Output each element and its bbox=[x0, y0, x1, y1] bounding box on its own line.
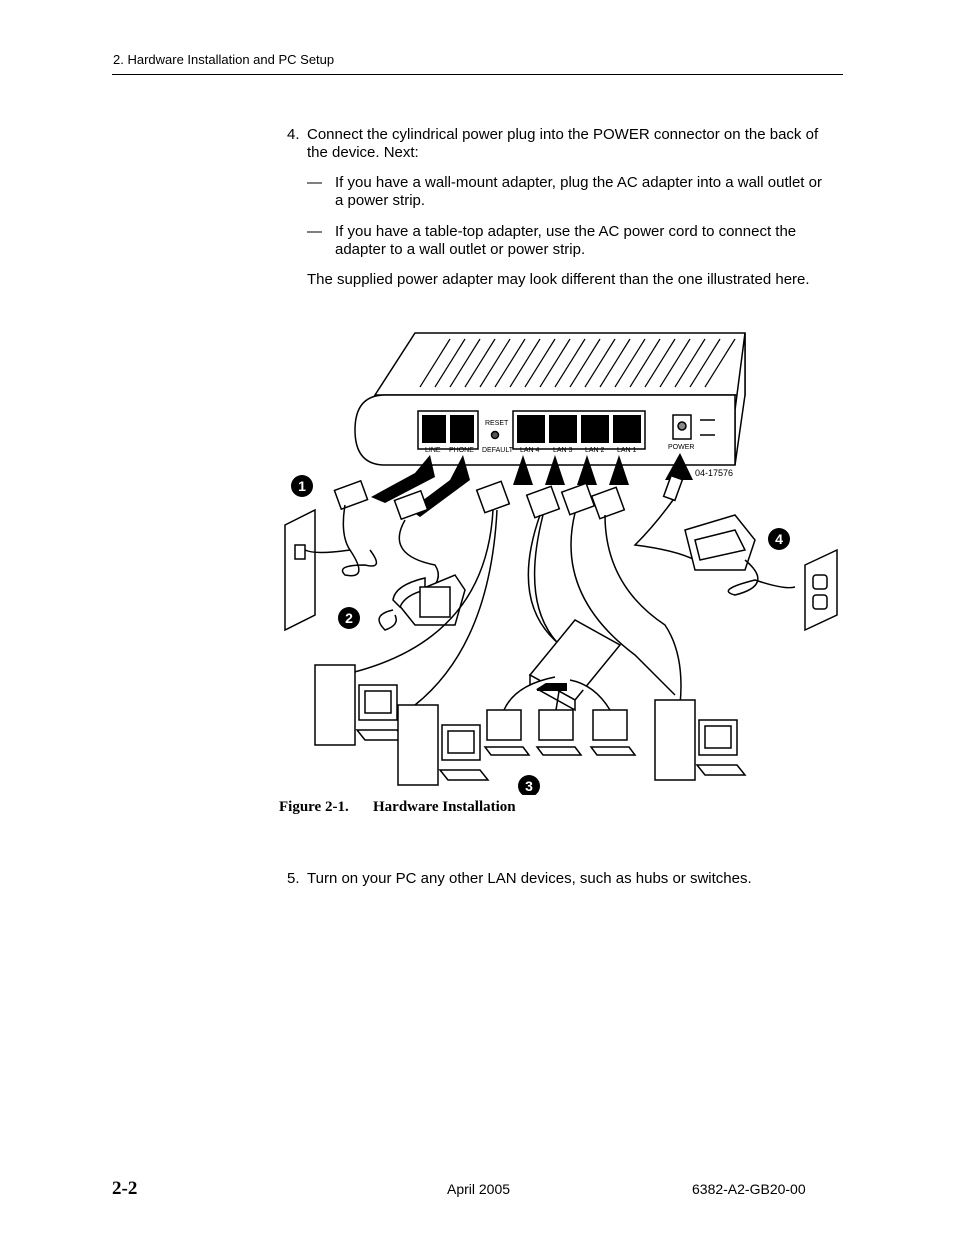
step-4-line-1: Connect the cylindrical power plug into … bbox=[307, 126, 819, 143]
footer-date: April 2005 bbox=[447, 1181, 511, 1197]
label-lan1: LAN 1 bbox=[617, 447, 637, 454]
desktop-pc-right bbox=[654, 699, 747, 781]
hardware-installation-figure: LINE PHONE DEFAULT LAN 4 LAN 3 LAN 2 LAN… bbox=[284, 332, 838, 795]
step-5-number: 5. bbox=[287, 870, 300, 887]
label-line: LINE bbox=[425, 447, 441, 454]
label-reset: RESET bbox=[485, 420, 509, 427]
figure-caption-title: Hardware Installation bbox=[373, 799, 516, 815]
callout-4: 4 bbox=[768, 528, 790, 550]
power-adapter-note: The supplied power adapter may look diff… bbox=[307, 271, 810, 288]
desktop-pc-left bbox=[314, 664, 407, 746]
bullet-1-line-1: If you have a wall-mount adapter, plug t… bbox=[335, 174, 822, 191]
bullet-1-dash: — bbox=[307, 174, 322, 191]
bullet-2-line-2: adapter to a wall outlet or power strip. bbox=[335, 241, 586, 258]
phone-port bbox=[450, 415, 474, 443]
label-phone: PHONE bbox=[449, 447, 474, 454]
lan1-port bbox=[613, 415, 641, 443]
figure-caption: Figure 2-1. Hardware Installation bbox=[279, 799, 516, 816]
bullet-1-line-2: a power strip. bbox=[335, 192, 426, 209]
label-power: POWER bbox=[668, 444, 694, 451]
callout-1: 1 bbox=[291, 475, 313, 497]
line-port bbox=[422, 415, 446, 443]
figure-caption-label: Figure 2-1. bbox=[279, 799, 349, 815]
step-4-line-2: the device. Next: bbox=[307, 144, 419, 161]
running-header: 2. Hardware Installation and PC Setup bbox=[113, 52, 335, 67]
svg-text:4: 4 bbox=[775, 531, 783, 547]
label-lan2: LAN 2 bbox=[585, 447, 605, 454]
callout-2: 2 bbox=[338, 607, 360, 629]
lan3-port bbox=[549, 415, 577, 443]
label-default: DEFAULT bbox=[482, 447, 514, 454]
figure-part-number: 04-17576 bbox=[695, 468, 733, 478]
hub-workstations bbox=[483, 676, 637, 756]
lan2-port bbox=[581, 415, 609, 443]
bullet-1-text: If you have a wall-mount adapter, plug t… bbox=[335, 174, 847, 210]
lan4-port bbox=[517, 415, 545, 443]
svg-text:1: 1 bbox=[298, 478, 306, 494]
bullet-2-line-1: If you have a table-top adapter, use the… bbox=[335, 223, 797, 240]
bullet-2-dash: — bbox=[307, 223, 322, 240]
desktop-pc-center bbox=[397, 704, 490, 786]
reset-button bbox=[490, 430, 500, 440]
header-rule bbox=[112, 74, 843, 75]
step-4-number: 4. bbox=[287, 126, 300, 143]
svg-text:2: 2 bbox=[345, 610, 353, 626]
label-lan3: LAN 3 bbox=[553, 447, 573, 454]
step-5-text: Turn on your PC any other LAN devices, s… bbox=[307, 870, 752, 887]
label-lan4: LAN 4 bbox=[520, 447, 540, 454]
svg-text:3: 3 bbox=[525, 778, 533, 794]
page-number: 2-2 bbox=[112, 1178, 138, 1199]
footer-doc-number: 6382-A2-GB20-00 bbox=[692, 1181, 806, 1197]
bullet-2-text: If you have a table-top adapter, use the… bbox=[335, 223, 847, 259]
step-4-text: Connect the cylindrical power plug into … bbox=[307, 126, 847, 162]
callout-3: 3 bbox=[518, 775, 540, 795]
